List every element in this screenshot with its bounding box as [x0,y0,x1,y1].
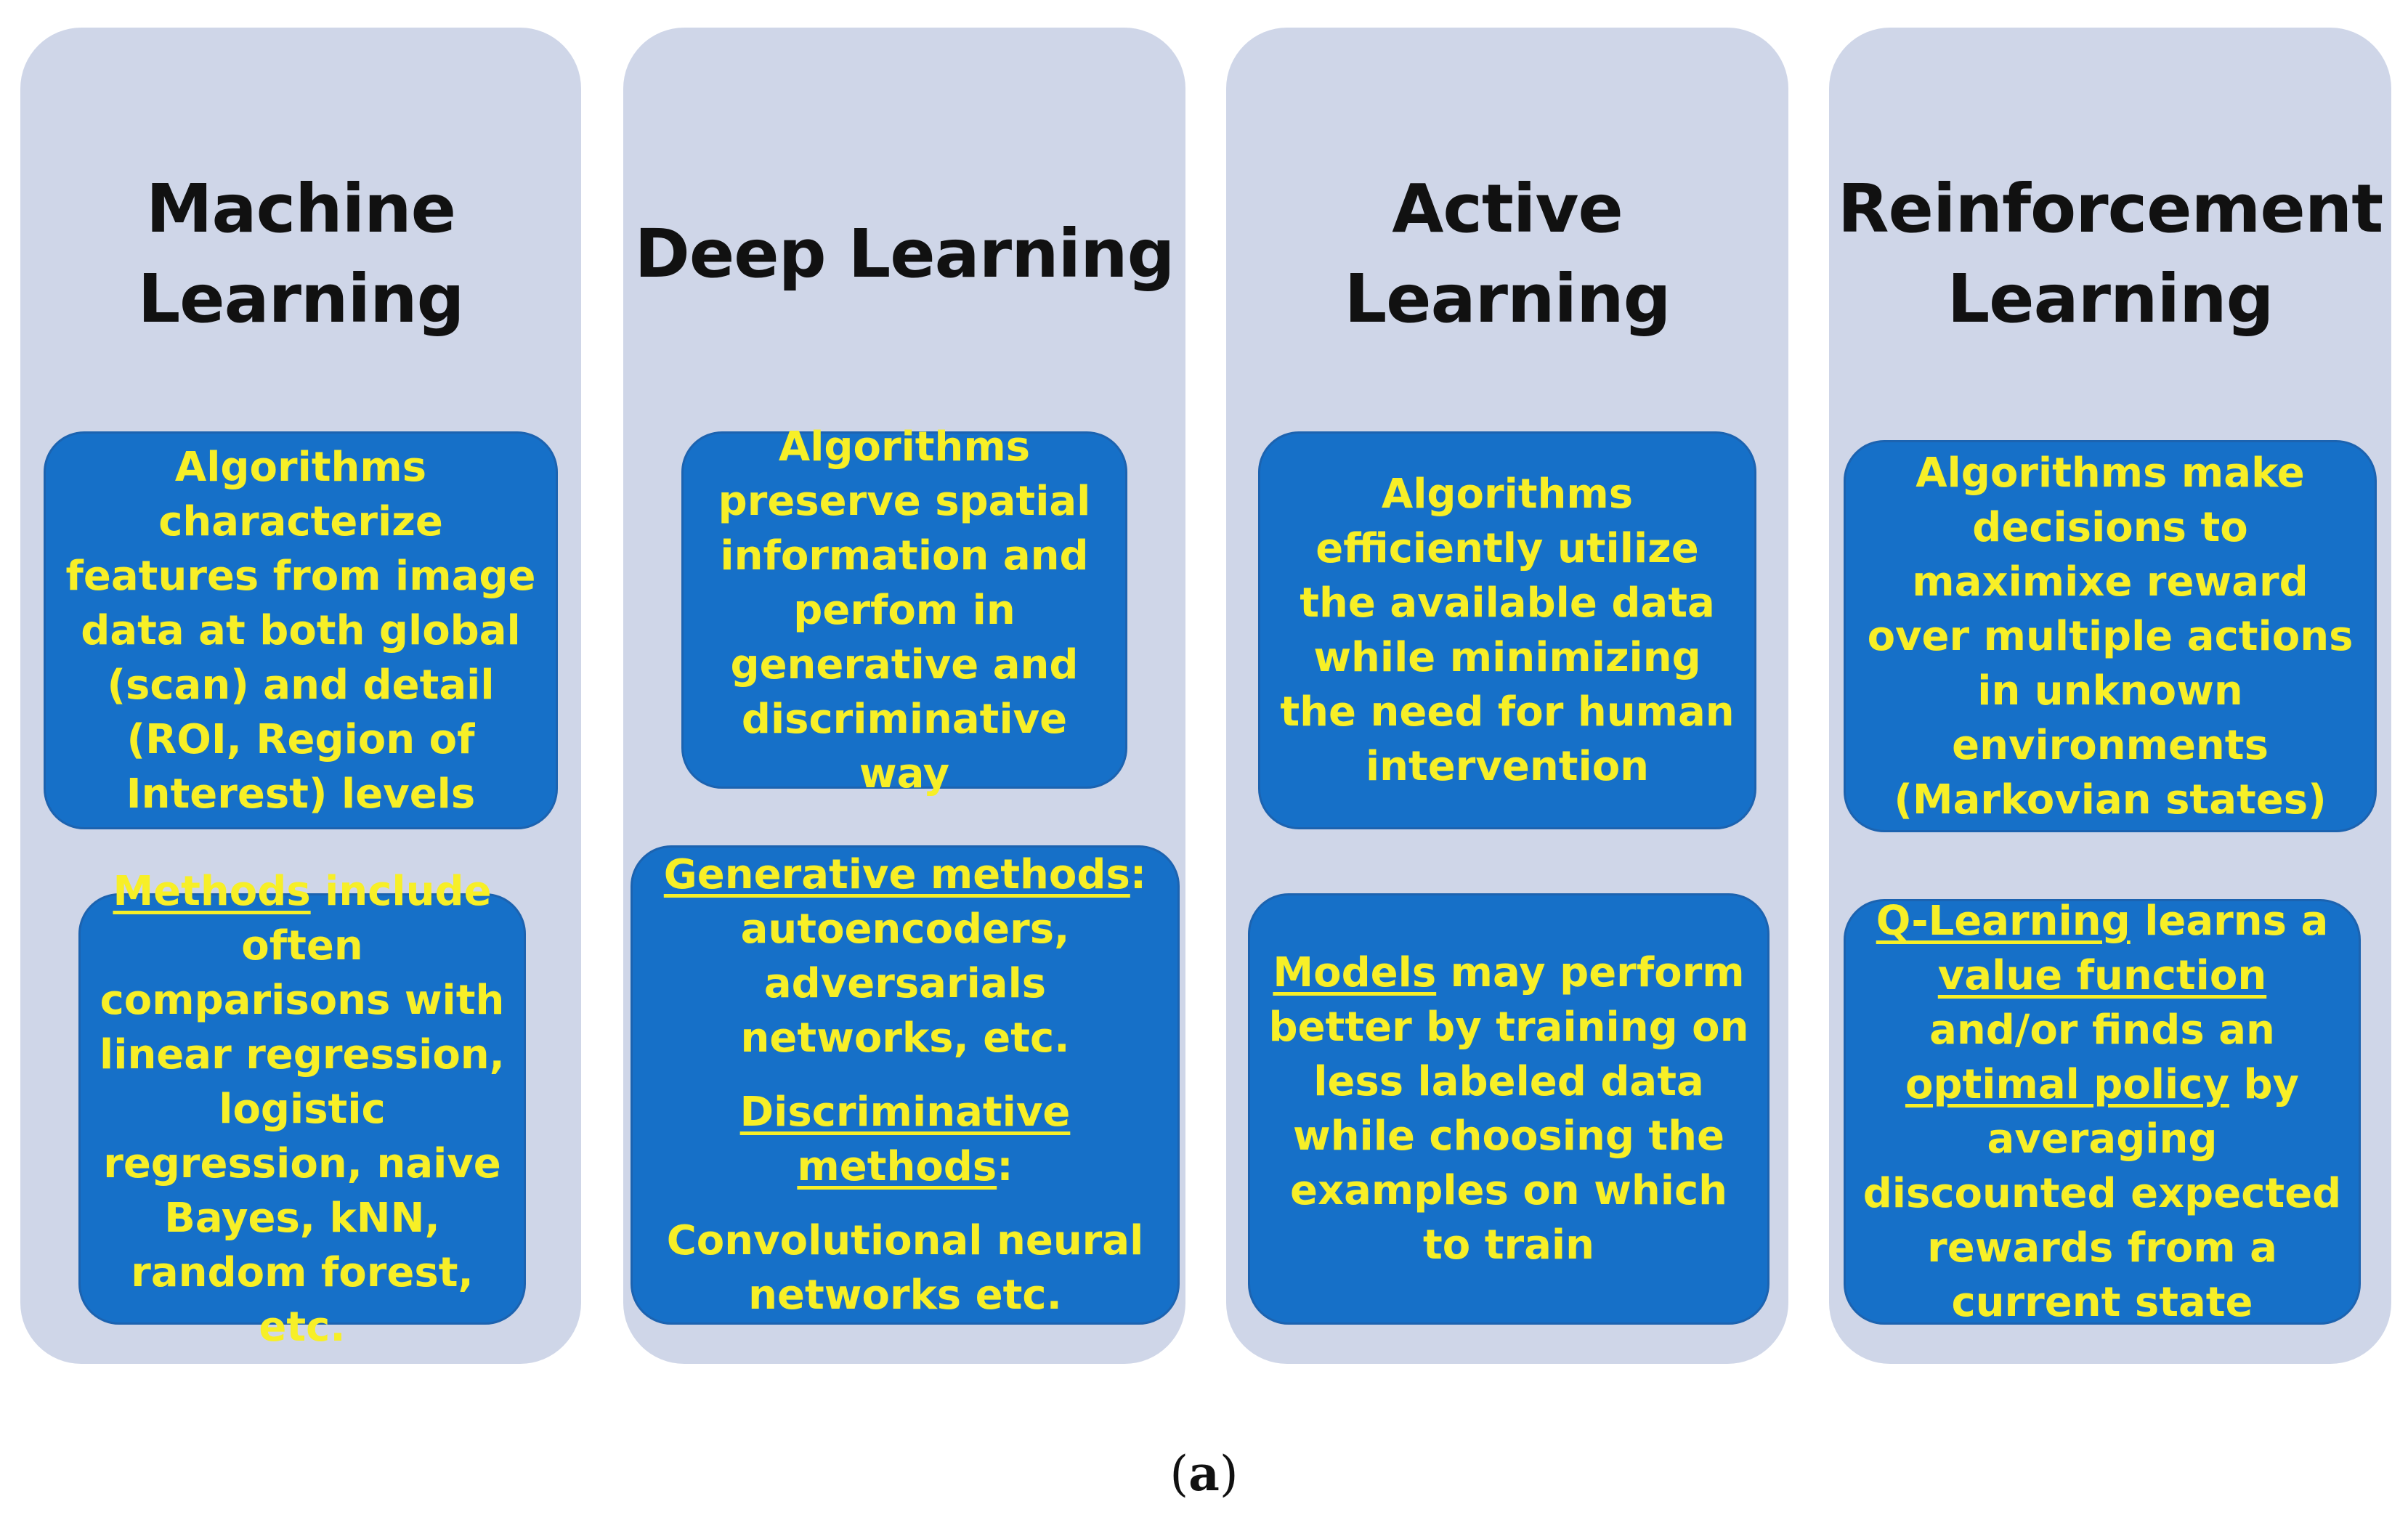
column-deep-learning: Deep Learning Algorithms preserve spatia… [623,28,1185,1364]
models-box: Models may perform better by training on… [1248,893,1769,1325]
description-text: Algorithms preserve spatial information … [718,423,1091,797]
optimal-policy-label: optimal policy [1905,1061,2229,1108]
column-active-learning: Active Learning Algorithms efficiently u… [1226,28,1788,1364]
generative-methods: Generative methods:autoencoders, adversa… [663,851,1147,1062]
methods-text: Methods include often comparisons with l… [100,867,505,1351]
description-box: Algorithms characterize features from im… [44,431,558,829]
q-learning-text: Q-Learning learns a value function and/o… [1862,898,2342,1326]
q-learning-label: Q-Learning [1876,898,2131,945]
column-title: Active Learning [1344,170,1671,338]
methods-box: Generative methods:autoencoders, adversa… [631,845,1180,1325]
models-text: Models may perform better by training on… [1268,949,1749,1269]
column-title: Reinforcement Learning [1837,170,2384,338]
models-label: Models [1273,949,1437,996]
column-reinforcement-learning: Reinforcement Learning Algorithms make d… [1829,28,2391,1364]
description-box: Algorithms make decisions to maximixe re… [1844,440,2377,832]
description-text: Algorithms make decisions to maximixe re… [1867,449,2354,824]
value-function-label: value function [1937,952,2267,999]
discriminative-methods-text: Convolutional neural networks etc. [666,1217,1144,1319]
column-title: Machine Learning [137,170,465,338]
methods-box: Methods include often comparisons with l… [78,868,526,1351]
description-box: Algorithms preserve spatial information … [681,423,1127,797]
discriminative-methods: Discriminative methods: [739,1089,1071,1190]
q-learning-box: Q-Learning learns a value function and/o… [1844,898,2361,1326]
column-title: Deep Learning [634,215,1175,293]
figure-caption: (a) [1169,1445,1239,1502]
methods-label: Methods [113,867,311,915]
column-machine-learning: Machine Learning Algorithms characterize… [20,28,581,1364]
discriminative-methods-label: Discriminative methods [739,1089,1071,1190]
description-text: Algorithms characterize features from im… [65,443,536,818]
description-box: Algorithms efficiently utilize the avail… [1258,431,1756,829]
description-text: Algorithms efficiently utilize the avail… [1280,471,1735,790]
generative-methods-label: Generative methods [663,851,1130,898]
